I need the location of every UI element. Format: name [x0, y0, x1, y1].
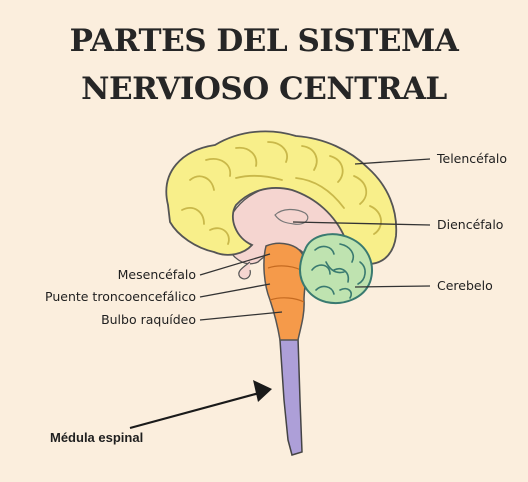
label-medula: Médula espinal: [50, 430, 144, 445]
label-puente: Puente troncoencefálico: [45, 289, 196, 304]
mesencefalo-leader: [199, 253, 271, 276]
puente-leader: [199, 283, 271, 298]
cerebelo-leader: [354, 285, 431, 288]
diencefalo-leader: [292, 221, 431, 226]
label-cerebelo: Cerebelo: [437, 278, 493, 293]
cerebelo-shape: [298, 233, 373, 304]
medula-arrow: [129, 390, 264, 430]
title-line-2: NERVIOSO CENTRAL: [81, 71, 447, 107]
title-line-1: PARTES DEL SISTEMA: [69, 23, 459, 59]
label-diencefalo: Diencéfalo: [437, 217, 504, 232]
telencefalo-leader: [354, 158, 431, 165]
label-mesencefalo: Mesencéfalo: [117, 267, 196, 282]
label-bulbo: Bulbo raquídeo: [101, 312, 196, 327]
label-telencefalo: Telencéfalo: [437, 151, 508, 166]
medula-espinal-shape: [279, 337, 303, 456]
bulbo-leader: [199, 311, 283, 321]
tronco-encefalico-shape: [263, 242, 307, 341]
